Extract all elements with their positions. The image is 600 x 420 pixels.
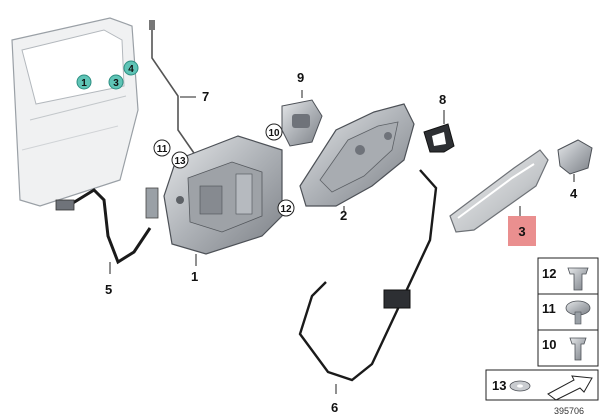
callout-3: 3 bbox=[518, 224, 525, 239]
part-8-gasket[interactable] bbox=[423, 123, 455, 153]
part-7-rod[interactable] bbox=[149, 20, 197, 157]
part-4-handle-cap[interactable] bbox=[557, 139, 593, 175]
legend-label-11: 11 bbox=[542, 301, 556, 316]
callout-12-marker: 12 bbox=[277, 199, 295, 217]
part-5-cable[interactable] bbox=[55, 187, 159, 265]
legend-row-10: 10 bbox=[542, 337, 587, 361]
part-6-bowden-cable[interactable] bbox=[298, 169, 438, 382]
callout-13-marker: 13 bbox=[171, 151, 189, 169]
arrow-icon bbox=[547, 375, 593, 401]
part-3-door-handle[interactable] bbox=[449, 149, 549, 233]
door-hotspot-1-label: 1 bbox=[81, 78, 87, 89]
legend-row-13: 13 bbox=[485, 369, 599, 401]
part-1-door-lock[interactable] bbox=[163, 135, 283, 255]
callout-12: 12 bbox=[280, 204, 292, 215]
callout-11-marker: 11 bbox=[153, 139, 171, 157]
door-hotspot-1[interactable]: 1 bbox=[76, 74, 92, 90]
callout-9: 9 bbox=[297, 70, 304, 85]
callout-13: 13 bbox=[174, 156, 186, 167]
door-hotspot-4[interactable]: 4 bbox=[123, 60, 139, 76]
callout-7: 7 bbox=[202, 89, 209, 104]
legend-label-12: 12 bbox=[542, 266, 556, 281]
callout-1: 1 bbox=[191, 269, 198, 284]
callout-4: 4 bbox=[570, 186, 578, 201]
fastener-legend: 12 11 10 bbox=[537, 257, 599, 367]
part-2-handle-carrier[interactable] bbox=[299, 103, 415, 207]
door-hotspot-3-label: 3 bbox=[113, 78, 119, 89]
legend-label-10: 10 bbox=[542, 337, 556, 352]
legend-label-13: 13 bbox=[492, 378, 506, 393]
screw-12-icon bbox=[567, 267, 589, 291]
legend-row-11: 11 bbox=[542, 300, 591, 325]
catalog-number: 395706 bbox=[554, 406, 584, 416]
door-hotspot-4-label: 4 bbox=[128, 64, 134, 75]
callout-5: 5 bbox=[105, 282, 112, 297]
legend-row-12: 12 bbox=[542, 266, 589, 291]
callout-3-highlight: 3 bbox=[508, 216, 536, 246]
callout-6: 6 bbox=[331, 400, 338, 415]
callout-10-marker: 10 bbox=[265, 123, 283, 141]
screw-10-icon bbox=[569, 337, 587, 361]
door-hotspot-3[interactable]: 3 bbox=[108, 74, 124, 90]
callout-11: 11 bbox=[157, 144, 168, 155]
callout-2: 2 bbox=[340, 208, 347, 223]
callout-8: 8 bbox=[439, 92, 446, 107]
callout-10: 10 bbox=[268, 128, 280, 139]
door-illustration bbox=[11, 17, 139, 207]
part-9-striker[interactable] bbox=[281, 99, 323, 147]
